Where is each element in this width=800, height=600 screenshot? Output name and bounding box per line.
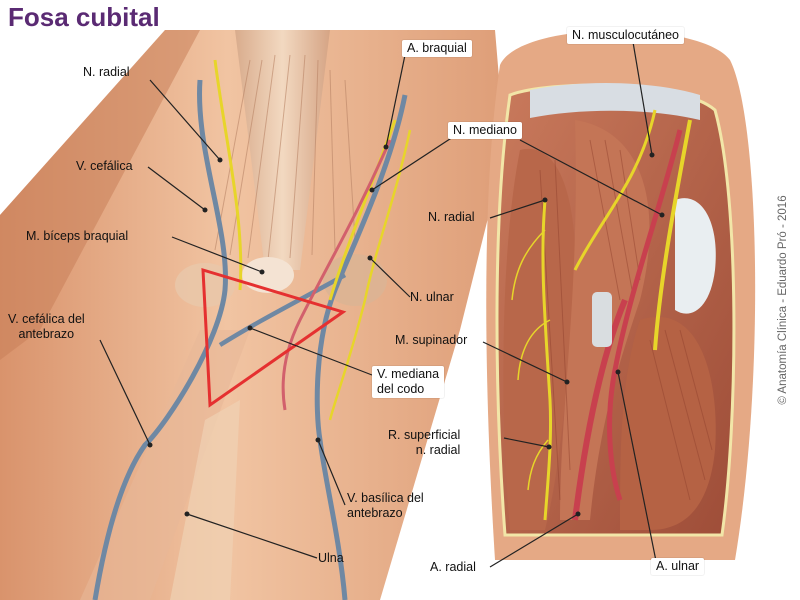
ulna-shaft xyxy=(170,400,240,600)
pale-tendon-right xyxy=(675,198,716,314)
cephalic-vein xyxy=(92,79,228,600)
left-elbow-view xyxy=(0,30,505,600)
copyright-text: © Anatomía Clínica - Eduardo Pró - 2016 xyxy=(777,195,789,405)
label-a-radial: A. radial xyxy=(430,560,476,574)
arm-shadow-left xyxy=(0,30,200,360)
label-n-ulnar: N. ulnar xyxy=(410,290,454,304)
leader-dots xyxy=(147,144,665,517)
label-v-cefalica-antebrazo: V. cefálica del antebrazo xyxy=(8,312,85,341)
muscle-belly-right xyxy=(620,316,716,530)
fascia-band-top xyxy=(530,83,700,120)
muscle-belly-left xyxy=(503,148,576,531)
label-m-supinador: M. supinador xyxy=(395,333,468,347)
ulnar-artery xyxy=(607,129,683,501)
cubital-fossa-triangle xyxy=(201,267,347,408)
label-a-ulnar: A. ulnar xyxy=(651,558,705,575)
radial-artery xyxy=(572,298,628,521)
forearm-shadow xyxy=(80,330,250,600)
basilic-vein xyxy=(314,94,408,600)
label-v-cefalica: V. cefálica xyxy=(76,159,133,173)
label-v-mediana-codo: V. mediana del codo xyxy=(372,366,445,398)
label-m-biceps-braquial: M. bíceps braquial xyxy=(26,229,129,243)
label-n-radial-left: N. radial xyxy=(83,65,130,79)
label-n-mediano: N. mediano xyxy=(448,122,522,139)
label-v-basilica-antebrazo: V. basílica del antebrazo xyxy=(347,491,424,520)
label-ulna: Ulna xyxy=(318,551,344,565)
label-n-musculocutaneo: N. musculocutáneo xyxy=(567,27,685,44)
label-r-superficial-n-radial: R. superficial n. radial xyxy=(388,428,461,457)
biceps-tendon xyxy=(235,30,330,270)
median-nerve-right xyxy=(653,119,692,351)
radial-nerve-right xyxy=(541,199,553,521)
label-a-braquial: A. braquial xyxy=(402,40,472,57)
right-dissection-view xyxy=(486,30,756,560)
skin-outline-left xyxy=(0,30,505,600)
figure-title: Fosa cubital xyxy=(8,2,160,32)
ulnar-nerve-left xyxy=(328,129,412,421)
nerve-branches xyxy=(511,229,551,491)
biceps-insertion xyxy=(242,257,294,293)
epicondyle-right xyxy=(323,254,387,306)
label-n-radial-right: N. radial xyxy=(428,210,475,224)
leader-lines xyxy=(99,41,663,568)
median-cubital-vein xyxy=(218,273,347,347)
bone-fragment xyxy=(592,292,612,347)
